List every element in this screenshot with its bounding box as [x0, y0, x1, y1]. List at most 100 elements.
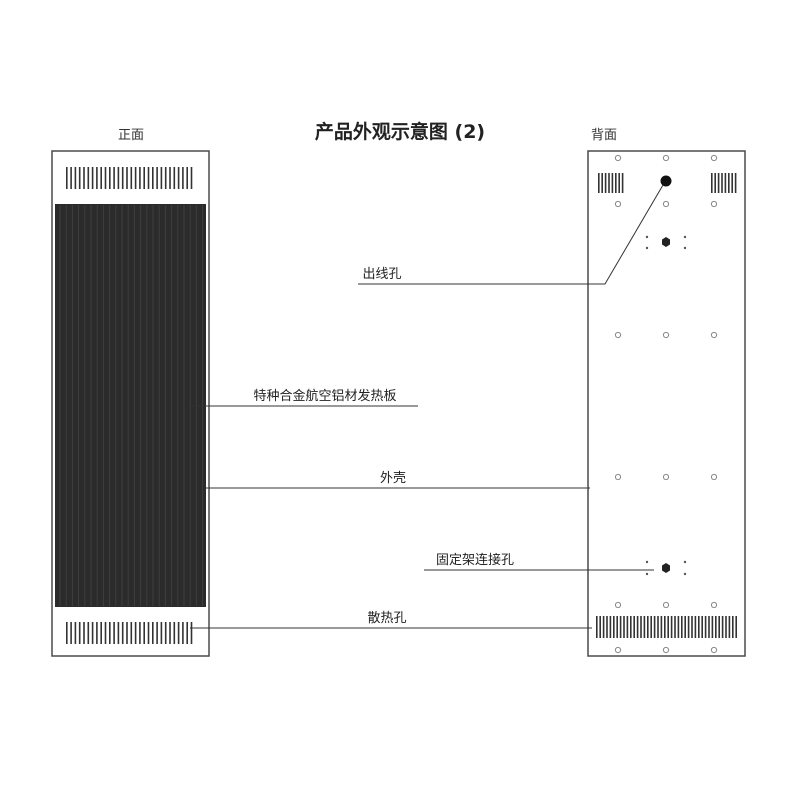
mount-dot	[645, 246, 649, 250]
vent-slot	[130, 622, 133, 644]
lower-hex-nut-icon	[662, 563, 670, 573]
vent-slot	[633, 616, 635, 638]
vent-slot	[177, 167, 180, 189]
vent-slot	[664, 616, 666, 638]
vent-slot	[621, 173, 624, 193]
mount-dot	[683, 560, 687, 564]
vent-slot	[83, 167, 85, 189]
vent-slot	[186, 622, 188, 644]
vent-slot	[714, 173, 716, 193]
vent-slot	[728, 616, 731, 638]
wire-outlet-hole	[660, 175, 672, 187]
vent-slot	[647, 616, 649, 638]
vent-slot	[83, 622, 85, 644]
vent-slot	[667, 616, 669, 638]
vent-slot	[134, 622, 137, 644]
vent-slot	[147, 167, 150, 189]
vent-slot	[100, 622, 102, 644]
vent-slot	[78, 622, 81, 644]
upper-bracket-mount	[645, 235, 687, 250]
screw-hole-icon	[614, 473, 622, 481]
vent-slot	[687, 616, 690, 638]
shell-label: 外壳	[380, 471, 406, 486]
vent-slot	[717, 173, 720, 193]
vent-slot	[735, 616, 737, 638]
back-top-left-vent-slots	[598, 173, 624, 193]
wire-hole-leader-line	[358, 184, 664, 285]
vent-slot	[718, 616, 720, 638]
vent-slot	[169, 622, 171, 644]
vent-slot	[78, 167, 81, 189]
mount-dot	[645, 235, 649, 239]
mount-dot	[645, 572, 649, 576]
vent-slot	[186, 167, 188, 189]
leader-lines	[190, 184, 664, 629]
vent-slot	[681, 616, 683, 638]
vent-slot	[96, 622, 98, 644]
vent-slot	[691, 616, 693, 638]
vent-slot	[708, 616, 710, 638]
vent-slot	[618, 173, 620, 193]
screw-hole-icon	[614, 646, 622, 654]
vent-slot	[601, 173, 603, 193]
vent-slot	[643, 616, 646, 638]
vent-slot	[684, 616, 686, 638]
vent-slot	[121, 622, 124, 644]
vent-slot	[104, 167, 107, 189]
vent-slot	[70, 622, 72, 644]
heating-plate-label: 特种合金航空铝材发热板	[253, 388, 396, 404]
vent-slot	[164, 167, 167, 189]
vent-slot	[694, 616, 697, 638]
vent-slot	[670, 616, 673, 638]
vent-slot	[190, 622, 193, 644]
screw-hole-icon	[662, 200, 670, 208]
vent-slot	[113, 167, 115, 189]
screw-hole-icon	[662, 154, 670, 162]
screw-hole-icon	[710, 200, 718, 208]
vent-slot	[152, 622, 154, 644]
heating-plate	[55, 204, 206, 607]
vent-slot	[70, 167, 72, 189]
screw-hole-icon	[710, 473, 718, 481]
screw-hole-icon	[662, 646, 670, 654]
vent-slot	[626, 616, 629, 638]
vent-slot	[91, 622, 94, 644]
screw-hole-icon	[614, 200, 622, 208]
screw-hole-icon	[662, 331, 670, 339]
vent-slot	[177, 622, 180, 644]
screw-hole-icon	[614, 331, 622, 339]
vent-slot	[169, 167, 171, 189]
vent-slot	[731, 173, 733, 193]
lower-bracket-mount	[645, 560, 687, 576]
back-panel	[587, 150, 746, 657]
vent-slot	[711, 173, 713, 193]
vent-slot	[173, 622, 176, 644]
vent-slot	[698, 616, 700, 638]
vent-slot	[109, 622, 111, 644]
back-panel-outline	[587, 150, 746, 657]
vent-slot	[609, 616, 612, 638]
vent-slot	[608, 173, 610, 193]
vent-slot	[715, 616, 717, 638]
bracket-hole-label: 固定架连接孔	[436, 552, 514, 568]
vent-slot	[66, 167, 68, 189]
vent-slot	[104, 622, 107, 644]
vent-slot	[100, 167, 102, 189]
vent-slot	[598, 173, 600, 193]
front-bottom-vent-slots	[66, 622, 193, 644]
vent-slot	[636, 616, 639, 638]
vent-slot	[640, 616, 642, 638]
vent-slot	[66, 622, 68, 644]
screw-hole-icon	[710, 331, 718, 339]
screw-hole-icon	[614, 154, 622, 162]
vent-slot	[160, 622, 163, 644]
vent-slot	[173, 167, 176, 189]
screw-hole-icon	[710, 646, 718, 654]
vent-slot	[134, 167, 137, 189]
screw-hole-icon	[662, 473, 670, 481]
vent-slot	[657, 616, 659, 638]
front-panel	[51, 150, 210, 657]
screw-hole-icon	[710, 154, 718, 162]
